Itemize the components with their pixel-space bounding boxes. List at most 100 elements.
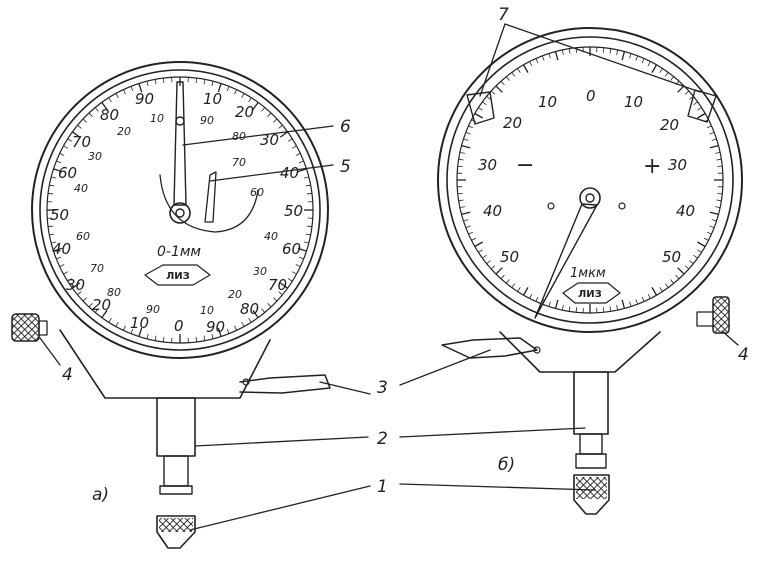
leader-6 xyxy=(182,125,334,146)
callout-4-b: 4 xyxy=(738,345,749,365)
gauge-a-num-r90: 90 xyxy=(206,318,225,336)
gauge-b-tick-35 xyxy=(709,211,719,216)
gauge-b-bezel-outer xyxy=(437,27,743,333)
gauge-a-tick-92 xyxy=(115,93,119,99)
gauge-b-tick-53 xyxy=(635,299,639,305)
gauge-a-bracket xyxy=(59,329,271,399)
gauge-b-minus-sign: − xyxy=(516,153,534,178)
leader-1-a xyxy=(189,485,371,531)
gauge-b-tick-20 xyxy=(697,112,706,119)
gauge-a-brand-text: ЛИЗ xyxy=(166,271,190,282)
gauge-a-tick-47 xyxy=(203,335,206,341)
gauge-a-num-r20: 20 xyxy=(235,103,254,121)
gauge-b-tick-25 xyxy=(709,144,719,149)
gauge-b-tick-105 xyxy=(495,85,503,93)
gauge-b-num-r30: 30 xyxy=(668,156,687,174)
gauge-b-num-r50: 50 xyxy=(662,248,681,266)
gauge-b-tick-102 xyxy=(482,101,487,106)
gauge-b-num-l40: 40 xyxy=(483,202,502,220)
gauge-a-caption: а) xyxy=(92,485,109,505)
gauge-a-tick-65 xyxy=(72,282,81,289)
gauge-b-tick-94 xyxy=(459,151,465,154)
gauge-a-pointer-hub xyxy=(169,202,191,224)
gauge-b-tick-38 xyxy=(706,231,712,235)
gauge-a-tick-38 xyxy=(267,303,272,308)
gauge-a-range-text: 0-1мм xyxy=(157,244,201,260)
gauge-a-sub-10: 10 xyxy=(150,112,164,125)
gauge-a-scale-ticks xyxy=(47,77,313,343)
gauge-b-tick-55 xyxy=(621,299,626,309)
callout-2: 2 xyxy=(377,429,388,449)
gauge-b-bezel-inner xyxy=(446,36,734,324)
gauge-a-tick-16 xyxy=(287,138,293,142)
gauge-a-tip-knurl xyxy=(159,518,193,532)
gauge-b: 50 40 30 20 10 0 10 20 30 40 50 − + 1мкм… xyxy=(437,27,743,515)
gauge-a-tick-58 xyxy=(115,321,119,327)
gauge-a-num-0: 0 xyxy=(174,317,184,335)
gauge-a-num-l70: 70 xyxy=(72,133,91,151)
gauge-b-tick-45 xyxy=(677,267,685,275)
gauge-a: 0 10 20 30 40 50 60 70 80 90 10 20 30 40… xyxy=(11,61,331,549)
gauge-b-tick-33 xyxy=(716,199,722,202)
gauge-b-tick-49 xyxy=(659,287,663,292)
gauge-b-tick-34 xyxy=(715,206,721,209)
gauge-a-num-r10: 10 xyxy=(203,90,222,108)
leader-3-a xyxy=(319,381,371,395)
gauge-b-unit-text: 1мкм xyxy=(570,266,606,281)
gauge-b-tick-41 xyxy=(697,249,702,253)
gauge-a-tick-85 xyxy=(72,131,81,138)
gauge-a-num-l40: 40 xyxy=(52,240,71,258)
gauge-a-num-r80: 80 xyxy=(240,300,259,318)
gauge-b-tick-6 xyxy=(629,53,632,59)
gauge-a-bezel-inner xyxy=(39,69,321,351)
leader-4-b xyxy=(721,330,739,346)
leader-5 xyxy=(209,164,334,182)
gauge-b-tick-73 xyxy=(505,279,510,284)
gauge-a-tick-2 xyxy=(195,77,198,84)
gauge-a-tick-23 xyxy=(306,192,313,195)
gauge-a-tick-81 xyxy=(56,160,62,164)
gauge-b-tick-112 xyxy=(535,58,539,64)
gauge-b-num-0: 0 xyxy=(586,87,596,105)
gauge-a-tick-34 xyxy=(287,278,293,282)
gauge-a-num-l30: 30 xyxy=(66,276,85,294)
gauge-b-tick-95 xyxy=(461,144,471,149)
gauge-a-tick-62 xyxy=(88,303,93,308)
gauge-b-num-l10: 10 xyxy=(538,93,557,111)
gauge-a-tick-18 xyxy=(295,153,301,156)
gauge-b-tick-37 xyxy=(709,225,715,229)
gauge-b-num-l50: 50 xyxy=(500,248,519,266)
gauge-b-tick-64 xyxy=(561,305,564,311)
gauge-a-stem xyxy=(156,397,196,457)
gauge-a-sub-r30: 30 xyxy=(253,265,267,278)
gauge-a-sub-r20: 20 xyxy=(228,288,242,301)
gauge-b-tick-96 xyxy=(463,138,469,141)
gauge-b-tick-108 xyxy=(511,72,516,77)
gauge-a-outer-numbers: 0 10 20 30 40 50 60 70 80 90 10 20 30 40… xyxy=(50,90,303,336)
gauge-b-tick-78 xyxy=(482,254,487,259)
gauge-a-tick-95 xyxy=(138,83,143,93)
callout-5: 5 xyxy=(340,157,351,177)
gauge-b-tick-82 xyxy=(468,231,474,235)
gauge-b-tick-93 xyxy=(458,158,464,161)
leader-2-b xyxy=(399,427,586,438)
gauge-b-tick-114 xyxy=(548,53,551,59)
gauge-b-tick-40 xyxy=(697,241,706,248)
gauge-a-num-r60: 60 xyxy=(282,240,301,258)
gauge-a-tick-28 xyxy=(305,233,311,236)
gauge-b-tick-24 xyxy=(711,138,717,141)
gauge-b-tick-110 xyxy=(522,64,529,73)
callout-6: 6 xyxy=(340,117,351,137)
gauge-b-tick-88 xyxy=(457,192,463,195)
gauge-b-tick-101 xyxy=(478,107,483,111)
gauge-a-sub-20: 20 xyxy=(117,125,131,138)
gauge-a-tick-33 xyxy=(291,271,297,275)
gauge-a-lever xyxy=(239,374,331,394)
gauge-a-sub-80: 80 xyxy=(107,286,121,299)
gauge-b-tick-83 xyxy=(465,225,471,229)
gauge-a-num-l60: 60 xyxy=(58,164,77,182)
gauge-a-tick-7 xyxy=(234,89,237,95)
leader-7-a xyxy=(479,23,506,97)
gauge-a-counter-pointer xyxy=(204,171,217,223)
